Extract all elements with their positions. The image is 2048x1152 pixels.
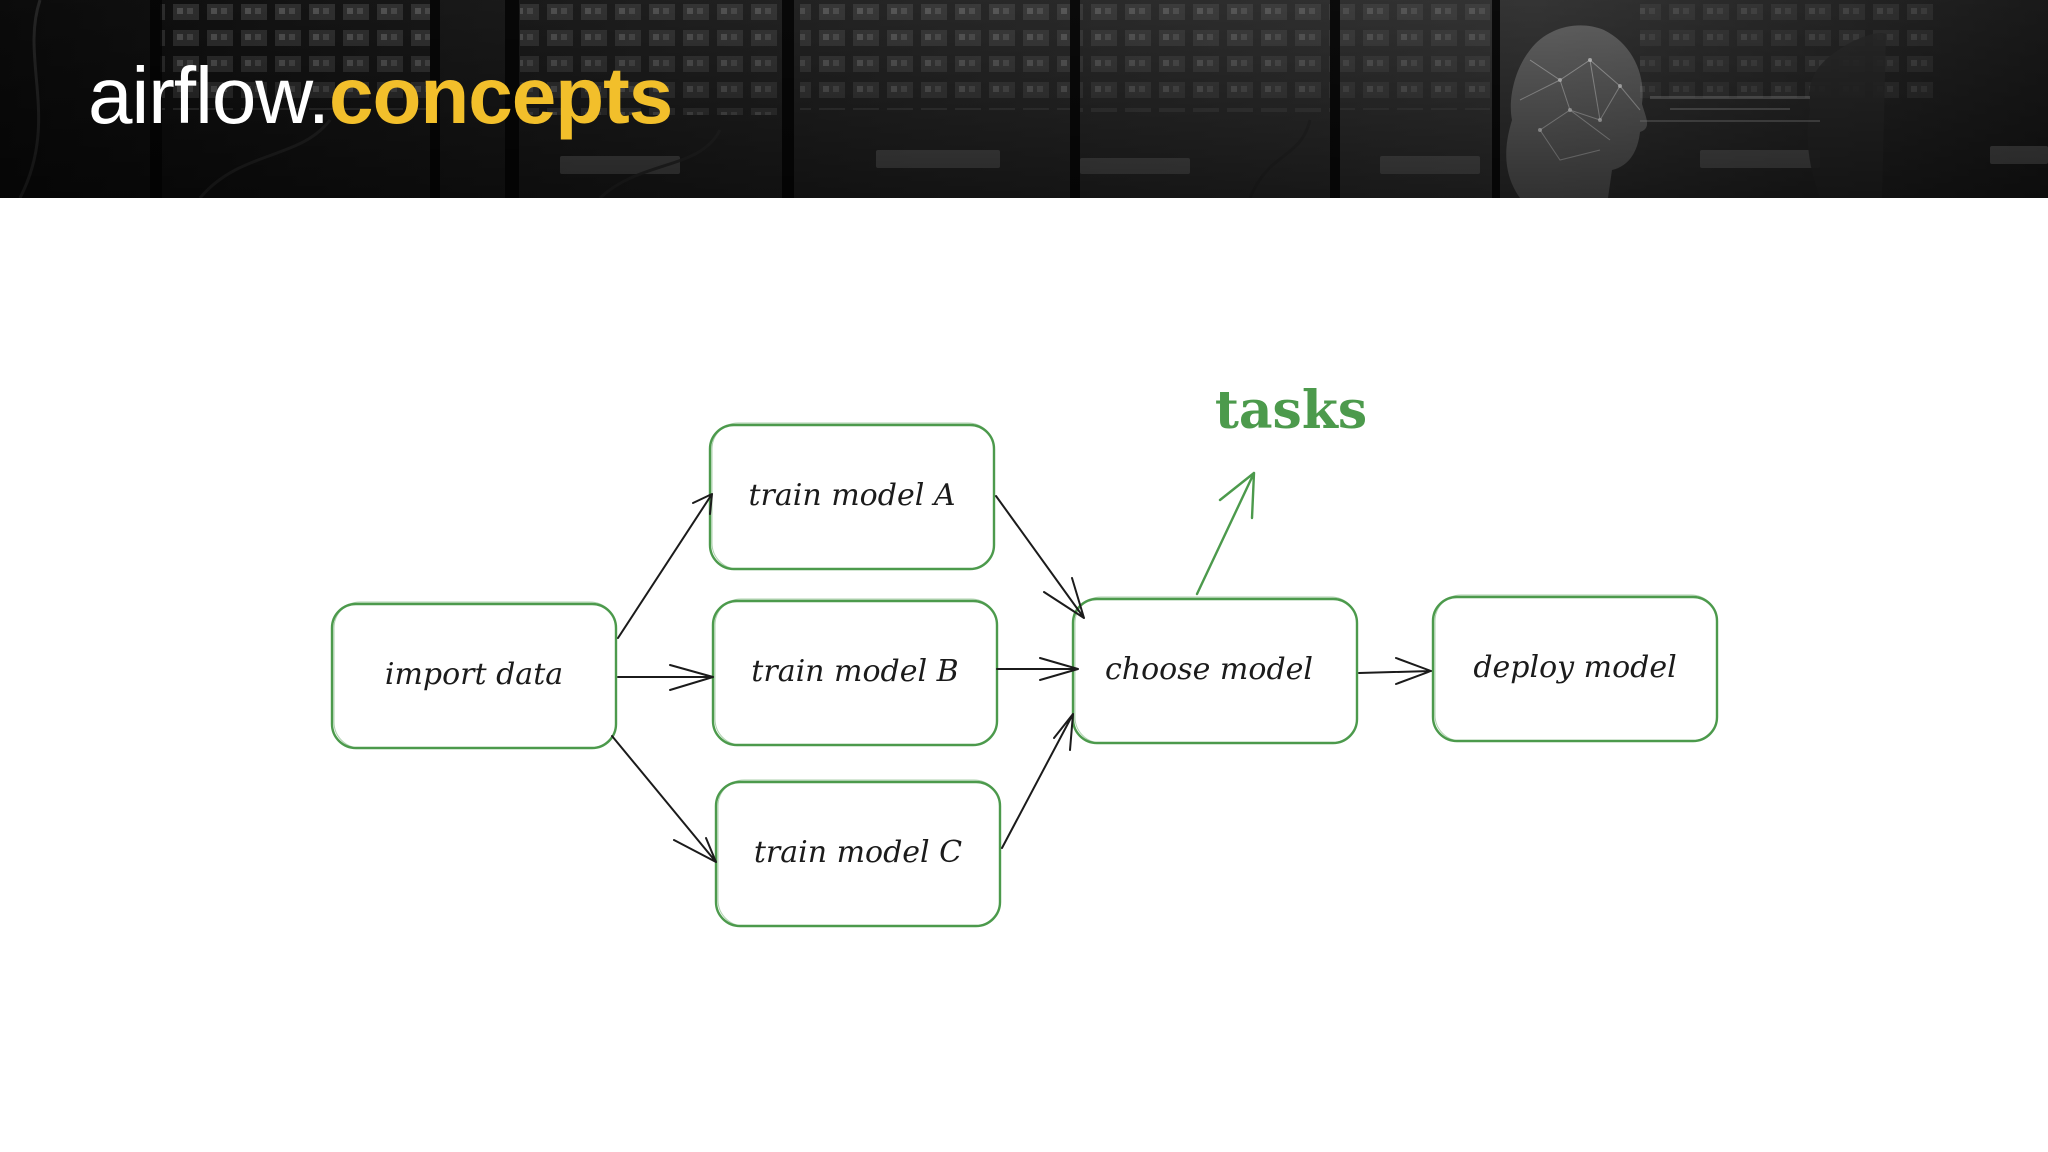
label-import-data: import data: [385, 657, 563, 692]
edge-train-c-to-choose: [1001, 713, 1074, 849]
node-train-model-b: [711, 599, 999, 747]
edge-import-to-train-a: [617, 493, 713, 639]
node-import-data: [330, 602, 618, 750]
edge-train-b-to-choose: [996, 657, 1079, 681]
title-prefix: airflow.: [88, 51, 330, 140]
label-train-model-a: train model A: [749, 478, 956, 513]
slide-title: airflow.concepts: [88, 48, 673, 144]
header-banner: airflow.concepts: [0, 0, 2048, 198]
node-deploy-model: [1431, 595, 1719, 743]
label-deploy-model: deploy model: [1473, 650, 1676, 685]
banner-background-image: [0, 0, 2048, 198]
label-train-model-c: train model C: [754, 835, 962, 870]
tasks-callout-arrow: [1195, 471, 1256, 596]
edge-train-a-to-choose: [995, 495, 1085, 619]
edge-choose-to-deploy: [1358, 657, 1432, 685]
node-train-model-c: [714, 780, 1002, 928]
label-train-model-b: train model B: [751, 654, 958, 689]
edge-import-to-train-c: [611, 735, 717, 863]
tasks-callout-label: tasks: [1215, 380, 1367, 441]
edge-import-to-train-b: [617, 664, 714, 691]
title-accent-word: concepts: [328, 51, 673, 140]
label-choose-model: choose model: [1105, 652, 1313, 687]
